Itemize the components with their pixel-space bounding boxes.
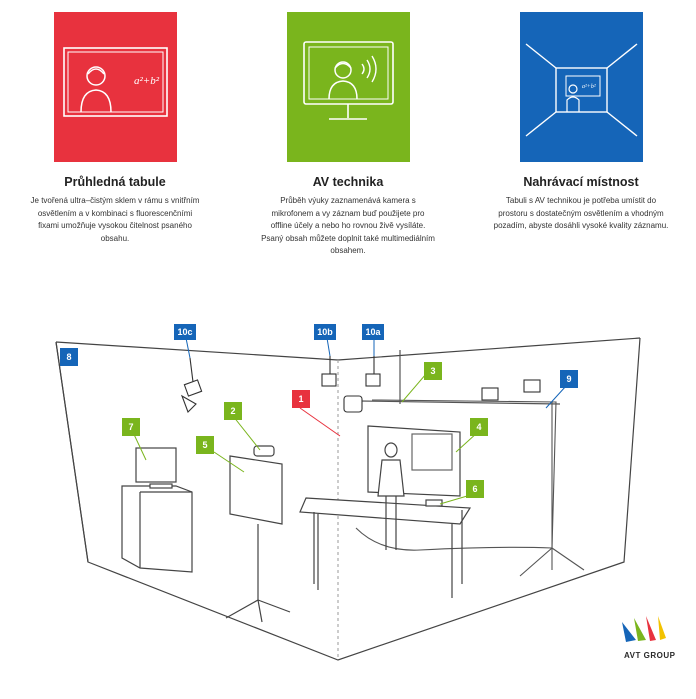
callout-badge-label: 10c <box>177 327 192 337</box>
callout-badge-1: 1 <box>292 390 310 408</box>
callout-badge-6: 6 <box>466 480 484 498</box>
studio-diagram: 10c 10b 10a 8 1 2 3 4 5 6 7 9 AVT GROUP <box>0 300 696 694</box>
callout-leaders-red <box>299 407 341 437</box>
callout-badge-7: 7 <box>122 418 140 436</box>
left-wall-edge <box>55 341 89 563</box>
feature-title: Průhledná tabule <box>64 175 166 189</box>
studio-light <box>180 356 541 413</box>
feature-recording-room: a²+b² Nahrávací místnost Tabuli s AV tec… <box>466 0 696 233</box>
callout-leaders <box>185 337 567 409</box>
backdrop-screen <box>355 399 585 577</box>
callout-badge-label: 2 <box>230 406 235 416</box>
feature-transparent-board: a²+b² Průhledná tabule Je tvořená ultra–… <box>0 0 230 245</box>
callout-badge-label: 4 <box>476 422 481 432</box>
callout-badge-label: 6 <box>472 484 477 494</box>
callout-badge-label: 8 <box>66 352 71 362</box>
callout-badge-4: 4 <box>470 418 488 436</box>
callout-badge-2: 2 <box>224 402 242 420</box>
callout-badge-label: 7 <box>128 422 133 432</box>
callout-badge-10c: 10c <box>174 324 196 340</box>
presenter-area <box>299 425 472 598</box>
logo-text: AVT GROUP <box>624 651 676 660</box>
feature-description: Tabuli s AV technikou je potřeba umístit… <box>493 196 669 231</box>
callout-badge-10b: 10b <box>314 324 336 340</box>
monitor-desk <box>121 447 193 573</box>
callout-badge-9: 9 <box>560 370 578 388</box>
room-top-edge <box>55 337 641 361</box>
studio-illustration: 10c 10b 10a 8 1 2 3 4 5 6 7 9 AVT GROUP <box>55 324 676 661</box>
lightboard-stand <box>225 445 291 623</box>
callout-badge-8: 8 <box>60 348 78 366</box>
callout-badge-label: 3 <box>430 366 435 376</box>
callout-badge-3: 3 <box>424 362 442 380</box>
callout-badge-5: 5 <box>196 436 214 454</box>
callout-badges: 10c 10b 10a 8 1 2 3 4 5 6 7 9 <box>60 324 578 498</box>
room-perspective-icon: a²+b² <box>525 43 637 137</box>
callout-badge-label: 10a <box>365 327 381 337</box>
callout-badge-label: 9 <box>566 374 571 384</box>
feature-title: Nahrávací místnost <box>523 175 639 189</box>
svg-text:a²+b²: a²+b² <box>582 84 596 90</box>
feature-tile: a²+b² <box>53 12 177 162</box>
feature-description: Je tvořená ultra–čistým sklem v rámu s v… <box>30 196 200 243</box>
avt-logo: AVT GROUP <box>622 616 676 660</box>
person-board-icon: a²+b² <box>62 47 168 117</box>
callout-badge-label: 1 <box>298 394 303 404</box>
feature-tile: a²+b² <box>519 12 643 162</box>
callout-badge-10a: 10a <box>362 324 384 340</box>
svg-text:a²+b²: a²+b² <box>134 75 160 87</box>
lighting-rail <box>359 350 561 405</box>
callout-badge-label: 10b <box>317 327 333 337</box>
feature-description: Průběh výuky zaznamenává kamera s mikrof… <box>261 196 435 256</box>
feature-av-technology: AV technika Průběh výuky zaznamenává kam… <box>233 0 463 258</box>
callout-badge-label: 5 <box>202 440 207 450</box>
feature-tile <box>286 12 410 162</box>
feature-title: AV technika <box>312 175 384 189</box>
monitor-presenter-icon <box>302 41 394 120</box>
